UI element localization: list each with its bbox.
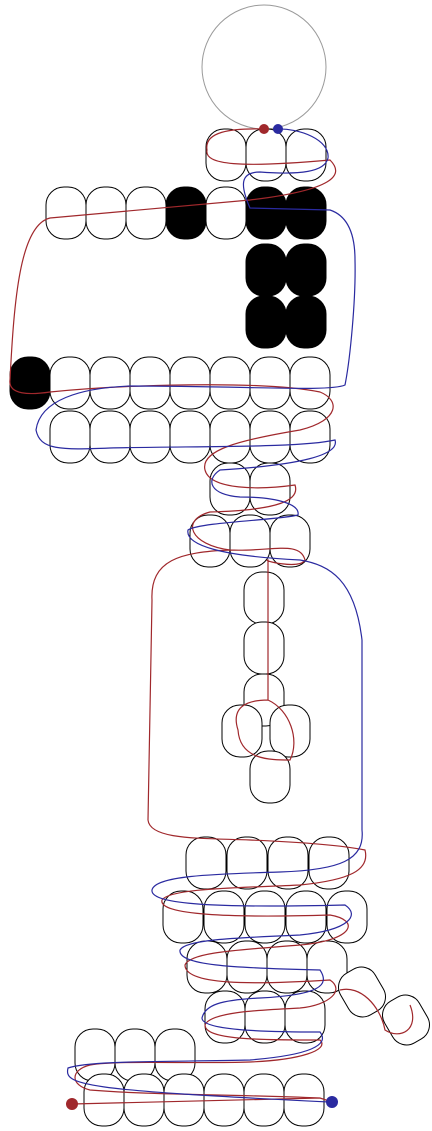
bead-cell (129, 356, 171, 410)
bead-cell (266, 940, 308, 994)
bead-cell (267, 836, 309, 890)
bead-cell (162, 890, 204, 944)
bead-cell (226, 836, 268, 890)
bead-cell (114, 1028, 156, 1082)
head-circle (201, 4, 327, 130)
bead-cell (244, 890, 286, 944)
bead-cell (123, 1073, 165, 1127)
bead-cell (308, 836, 350, 890)
bead-cell (249, 356, 291, 410)
bead-cell (243, 621, 285, 675)
bead-filled (245, 186, 287, 240)
bead-grid (9, 128, 430, 1127)
bead-cell (186, 940, 228, 994)
bead-cell (249, 462, 291, 516)
bead-cell (89, 410, 131, 464)
bead-cell (169, 410, 211, 464)
bead-cell (382, 994, 430, 1046)
bead-cell (83, 1073, 125, 1127)
bead-filled (165, 186, 207, 240)
bead-cell (209, 410, 251, 464)
thread-end-knot (66, 1098, 78, 1110)
thread-start-knot (259, 124, 269, 134)
thread-start-knot-blue (273, 124, 283, 134)
bead-cell (229, 514, 271, 568)
bead-cell (74, 1028, 116, 1082)
bead-cell (285, 890, 327, 944)
bead-cell (289, 356, 331, 410)
thread-paths (9, 128, 414, 1105)
bead-cell (249, 410, 291, 464)
red-thread-path (9, 128, 414, 1105)
bead-cell (163, 1073, 205, 1127)
thread-end-knot-blue (326, 1096, 338, 1108)
bead-cell (204, 990, 246, 1044)
bead-cell (49, 410, 91, 464)
blue-thread-path (35, 128, 363, 1103)
bead-filled (285, 295, 327, 349)
bead-cell (289, 410, 331, 464)
bead-cell (284, 990, 326, 1044)
bead-cell (269, 704, 311, 758)
bead-cell (269, 514, 311, 568)
bead-cell (285, 128, 327, 182)
bead-cell (169, 356, 211, 410)
bead-filled (245, 295, 287, 349)
bead-cell (185, 836, 227, 890)
bead-cell (326, 890, 368, 944)
bead-filled (9, 356, 51, 410)
bead-cell (243, 571, 285, 625)
bead-filled (285, 243, 327, 297)
bead-cell (45, 186, 87, 240)
bead-cell (205, 186, 247, 240)
bead-filled (285, 186, 327, 240)
bead-cell (249, 750, 291, 804)
bead-cell (125, 186, 167, 240)
bead-cell (89, 356, 131, 410)
bead-cell (209, 356, 251, 410)
bead-cell (129, 410, 171, 464)
bead-cell (203, 890, 245, 944)
bead-cell (49, 356, 91, 410)
bead-filled (245, 243, 287, 297)
bead-cell (221, 704, 263, 758)
bead-cell (209, 462, 251, 516)
bead-cell (154, 1028, 196, 1082)
